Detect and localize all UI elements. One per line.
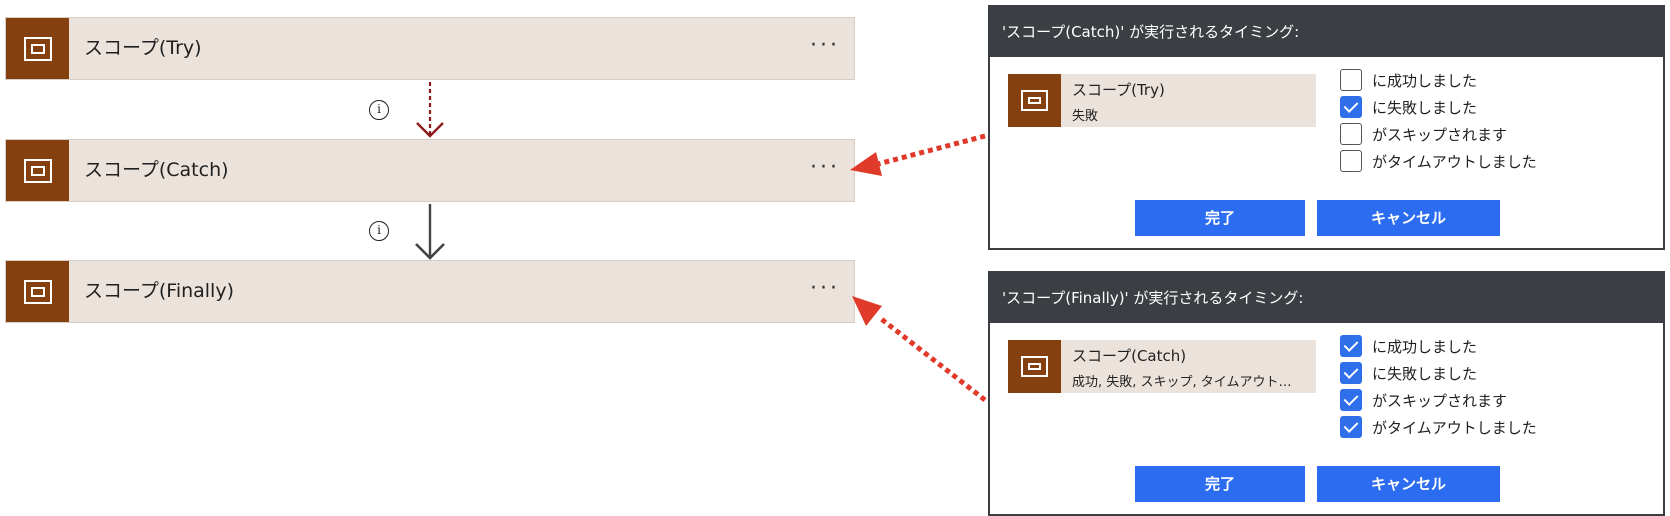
option-label: に成功しました [1372, 338, 1478, 356]
option-label: がタイムアウトしました [1372, 153, 1537, 171]
option-skipped[interactable]: がスキップされます [1340, 121, 1580, 148]
scope-icon-box [1008, 74, 1061, 127]
option-label: がタイムアウトしました [1372, 419, 1537, 437]
scope-try-card[interactable]: スコープ(Try) ··· [5, 17, 855, 80]
option-failed[interactable]: に失敗しました [1340, 94, 1580, 121]
run-after-panel-finally: 'スコープ(Finally)' が実行されるタイミング: スコープ(Catch)… [988, 271, 1665, 516]
option-skipped[interactable]: がスキップされます [1340, 387, 1580, 414]
scope-icon [24, 280, 52, 304]
dependency-status: 失敗 [1072, 109, 1099, 124]
checkbox-timed-out[interactable] [1340, 150, 1362, 172]
info-icon[interactable]: i [369, 100, 389, 120]
done-button[interactable]: 完了 [1135, 200, 1305, 236]
option-label: に成功しました [1372, 72, 1478, 90]
run-after-options: に成功しました に失敗しました がスキップされます がタイムアウトしました [1340, 333, 1580, 441]
checkbox-failed[interactable] [1340, 362, 1362, 384]
dependency-card: スコープ(Catch) 成功, 失敗, スキップ, タイムアウト… [1008, 340, 1316, 393]
scope-try-title: スコープ(Try) [84, 37, 202, 59]
scope-try-icon-box [6, 18, 69, 79]
scope-icon-box [1008, 340, 1061, 393]
scope-finally-title: スコープ(Finally) [84, 280, 234, 302]
panel-header: 'スコープ(Finally)' が実行されるタイミング: [990, 273, 1663, 323]
scope-catch-more-button[interactable]: ··· [810, 155, 840, 180]
annotation-arrow-catch [850, 133, 986, 176]
checkbox-timed-out[interactable] [1340, 416, 1362, 438]
scope-icon [1021, 356, 1048, 377]
checkbox-succeeded[interactable] [1340, 69, 1362, 91]
option-timed-out[interactable]: がタイムアウトしました [1340, 414, 1580, 441]
option-timed-out[interactable]: がタイムアウトしました [1340, 148, 1580, 175]
option-label: がスキップされます [1372, 392, 1508, 410]
scope-catch-icon-box [6, 140, 69, 201]
sequence-connector[interactable] [415, 204, 445, 260]
run-after-panel-catch: 'スコープ(Catch)' が実行されるタイミング: スコープ(Try) 失敗 … [988, 5, 1665, 250]
cancel-button[interactable]: キャンセル [1317, 466, 1500, 502]
scope-catch-title: スコープ(Catch) [84, 159, 229, 181]
scope-finally-icon-box [6, 261, 69, 322]
scope-icon [1021, 90, 1048, 111]
dependency-title: スコープ(Try) [1072, 81, 1165, 99]
checkbox-succeeded[interactable] [1340, 335, 1362, 357]
checkbox-skipped[interactable] [1340, 389, 1362, 411]
option-succeeded[interactable]: に成功しました [1340, 333, 1580, 360]
option-succeeded[interactable]: に成功しました [1340, 67, 1580, 94]
run-after-options: に成功しました に失敗しました がスキップされます がタイムアウトしました [1340, 67, 1580, 175]
dependency-status: 成功, 失敗, スキップ, タイムアウト… [1072, 375, 1292, 390]
done-button[interactable]: 完了 [1135, 466, 1305, 502]
dependency-title: スコープ(Catch) [1072, 347, 1187, 365]
dependency-card: スコープ(Try) 失敗 [1008, 74, 1316, 127]
option-label: に失敗しました [1372, 99, 1478, 117]
annotation-arrow-finally [852, 296, 987, 402]
checkbox-skipped[interactable] [1340, 123, 1362, 145]
scope-catch-card[interactable]: スコープ(Catch) ··· [5, 139, 855, 202]
scope-icon [24, 159, 52, 183]
scope-try-more-button[interactable]: ··· [810, 33, 840, 58]
scope-icon [24, 37, 52, 61]
scope-finally-card[interactable]: スコープ(Finally) ··· [5, 260, 855, 323]
run-after-failed-connector[interactable] [416, 82, 444, 138]
option-failed[interactable]: に失敗しました [1340, 360, 1580, 387]
info-icon[interactable]: i [369, 221, 389, 241]
option-label: がスキップされます [1372, 126, 1508, 144]
panel-header: 'スコープ(Catch)' が実行されるタイミング: [990, 7, 1663, 57]
cancel-button[interactable]: キャンセル [1317, 200, 1500, 236]
checkbox-failed[interactable] [1340, 96, 1362, 118]
option-label: に失敗しました [1372, 365, 1478, 383]
scope-finally-more-button[interactable]: ··· [810, 276, 840, 301]
